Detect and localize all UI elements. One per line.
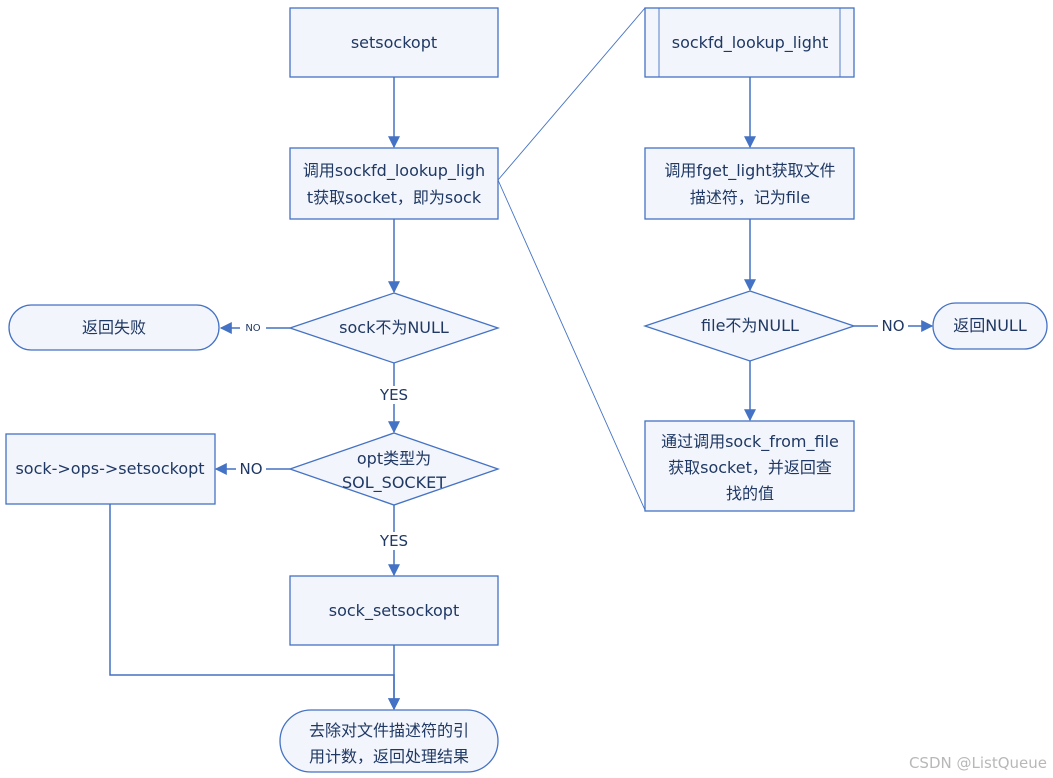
node-lookup-light-label: sockfd_lookup_light: [672, 33, 829, 53]
terminal-release-ref-line1: 去除对文件描述符的引: [309, 721, 469, 740]
node-ops-setsockopt: sock->ops->setsockopt: [5, 433, 216, 505]
edge-label-bg-yes-2: [376, 532, 412, 550]
node-setsockopt: setsockopt: [289, 7, 499, 78]
node-lookup-call-line1: 调用sockfd_lookup_ligh: [303, 161, 485, 181]
edge-label-bg-no-3: [878, 317, 908, 335]
node-ops-setsockopt-label: sock->ops->setsockopt: [15, 459, 204, 478]
expansion-line-top: [497, 7, 646, 181]
node-sock-from-file: 通过调用sock_from_file 获取socket，并返回查 找的值: [644, 420, 855, 512]
decision-file-null-label: file不为NULL: [701, 316, 799, 335]
node-sock-setsockopt-label: sock_setsockopt: [329, 601, 459, 621]
edge-label-no-small: NO: [245, 323, 260, 334]
expansion-line-bottom: [497, 179, 646, 511]
node-sock-from-file-line1: 通过调用sock_from_file: [661, 432, 839, 452]
decision-sock-null-label: sock不为NULL: [339, 318, 449, 337]
edge-label-bg-no-small: [240, 321, 266, 334]
terminal-release-ref: 去除对文件描述符的引 用计数，返回处理结果: [279, 709, 499, 773]
node-sock-from-file-line2: 获取socket，并返回查: [668, 458, 832, 477]
node-lookup-light: sockfd_lookup_light: [644, 7, 855, 78]
edge-ops-setsockopt-to-release: [109, 504, 400, 711]
terminal-return-fail: 返回失败: [8, 304, 220, 351]
terminal-return-null: 返回NULL: [932, 302, 1048, 350]
terminal-return-null-label: 返回NULL: [953, 316, 1027, 335]
edge-label-no-2: NO: [239, 460, 262, 478]
edge-label-bg-no-2: [236, 460, 266, 478]
node-fget-light: 调用fget_light获取文件 描述符，记为file: [644, 147, 855, 220]
node-lookup-call-line2: t获取socket，即为sock: [307, 188, 482, 207]
edge-label-yes-1: YES: [379, 386, 408, 404]
node-sock-setsockopt: sock_setsockopt: [289, 575, 499, 646]
terminal-release-ref-line2: 用计数，返回处理结果: [309, 747, 469, 766]
decision-file-null: file不为NULL: [642, 290, 857, 362]
watermark: CSDN @ListQueue: [908, 754, 1047, 772]
node-fget-light-line1: 调用fget_light获取文件: [664, 161, 835, 181]
decision-sock-null: sock不为NULL: [287, 292, 501, 364]
decision-opt-type: opt类型为 SOL_SOCKET: [288, 432, 500, 506]
decision-opt-type-line1: opt类型为: [357, 449, 431, 468]
node-setsockopt-label: setsockopt: [351, 33, 437, 52]
node-lookup-call: 调用sockfd_lookup_ligh t获取socket，即为sock: [289, 147, 499, 220]
edge-label-no-3: NO: [881, 317, 904, 335]
node-fget-light-line2: 描述符，记为file: [690, 188, 810, 207]
edge-label-bg-yes-1: [376, 386, 412, 404]
terminal-return-fail-label: 返回失败: [82, 318, 146, 337]
decision-opt-type-line2: SOL_SOCKET: [342, 473, 446, 493]
node-sock-from-file-line3: 找的值: [726, 484, 774, 503]
edge-label-yes-2: YES: [379, 532, 408, 550]
